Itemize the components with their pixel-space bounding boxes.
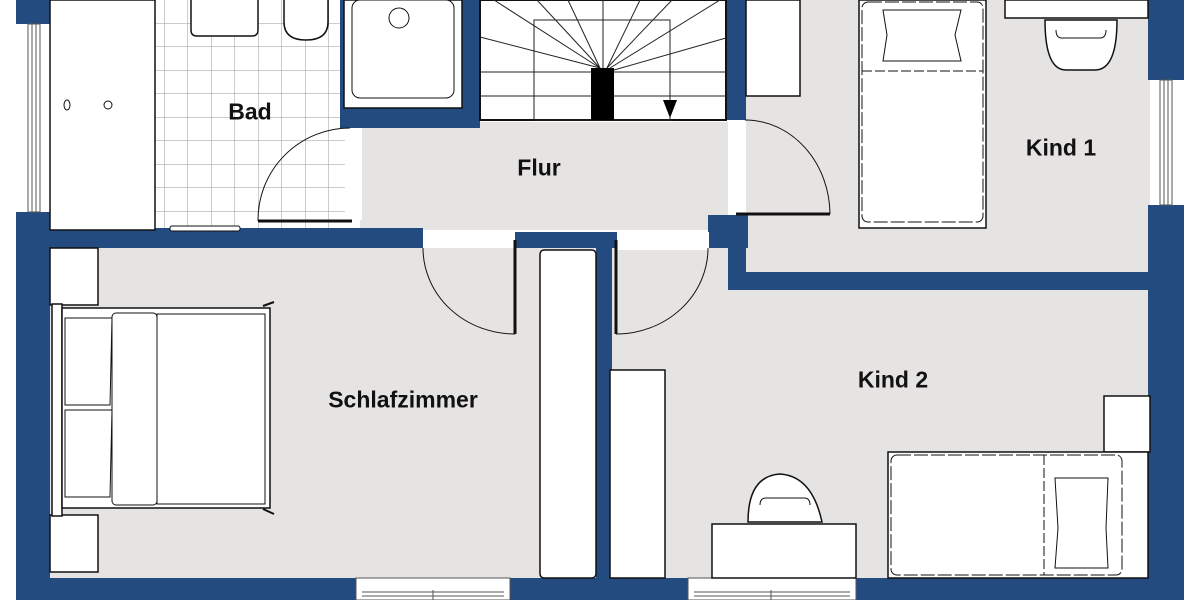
toilet <box>283 0 329 41</box>
nightstand-top <box>49 247 99 306</box>
door-schlafzimmer[interactable] <box>422 230 517 335</box>
kind1-pillow <box>882 9 962 62</box>
nightstand-bottom <box>49 514 99 573</box>
doors <box>257 119 831 335</box>
staircase <box>479 0 727 121</box>
bathroom-fixtures <box>49 0 463 232</box>
towel-rail <box>169 225 241 232</box>
wall-bottom-3 <box>856 578 1184 600</box>
kind2-furniture <box>609 369 1151 579</box>
room-label-schlafzimmer: Schlafzimmer <box>328 386 478 413</box>
wall-right <box>1148 205 1184 600</box>
windows <box>27 23 1173 600</box>
floor-areas <box>48 0 1150 578</box>
sink <box>190 0 259 37</box>
door-kind1[interactable] <box>728 119 831 216</box>
kind2-nightstand <box>1103 395 1151 453</box>
room-label-kind1: Kind 1 <box>1025 134 1097 161</box>
schlafzimmer-furniture <box>49 247 597 579</box>
hallway-floor <box>360 122 735 230</box>
wall-right-top <box>1148 0 1184 80</box>
wall-stair-left <box>462 0 480 128</box>
wall-left <box>16 212 50 600</box>
shower-drain-icon <box>63 99 71 111</box>
kind2-entry-floor <box>612 248 730 298</box>
blanket <box>156 313 266 505</box>
kind1-furniture <box>858 0 1149 229</box>
room-label-kind2: Kind 2 <box>857 366 929 393</box>
wall-kind1-bottom <box>728 272 1168 290</box>
wall-kind1-left <box>728 215 746 290</box>
kind1-chair <box>1044 19 1118 71</box>
window-bottom-bedroom <box>355 577 511 600</box>
door-bathroom[interactable] <box>257 127 362 223</box>
pillow-1 <box>64 317 113 406</box>
window-left <box>27 23 41 213</box>
wall-tub-bottom <box>340 108 480 128</box>
kind2-wardrobe <box>609 369 666 579</box>
wall-stair-right <box>726 0 746 120</box>
kind1-desk <box>1004 0 1149 19</box>
wall-hall-bottom-2 <box>515 232 617 248</box>
hall-wardrobe <box>745 0 801 97</box>
room-label-bad: Bad <box>228 98 272 125</box>
kind2-desk <box>711 523 857 579</box>
window-bottom-kind2 <box>687 577 857 600</box>
shower <box>49 0 156 231</box>
stair-newel <box>591 68 614 120</box>
window-right <box>1159 79 1173 206</box>
wall-bottom-2 <box>510 578 688 600</box>
pillow-2 <box>64 409 113 498</box>
kind2-pillow <box>1054 477 1109 569</box>
wall-bottom-1 <box>16 578 356 600</box>
walls <box>16 0 1184 600</box>
bedroom-wardrobe <box>539 249 597 579</box>
door-kind2[interactable] <box>614 232 709 335</box>
wall-hall-bottom-1 <box>345 228 423 248</box>
blanket-fold <box>111 312 158 506</box>
wall-bedroom-kind2 <box>596 232 612 600</box>
bathtub-drain-icon <box>388 7 410 29</box>
wall-left-top <box>16 0 50 24</box>
wall-bath-bottom <box>16 228 362 248</box>
bed-headboard <box>51 303 63 517</box>
shower-valve-icon <box>103 100 113 110</box>
stair-direction-arrow-icon <box>663 100 677 118</box>
room-label-flur: Flur <box>517 154 561 181</box>
bathtub-inner <box>351 0 455 99</box>
